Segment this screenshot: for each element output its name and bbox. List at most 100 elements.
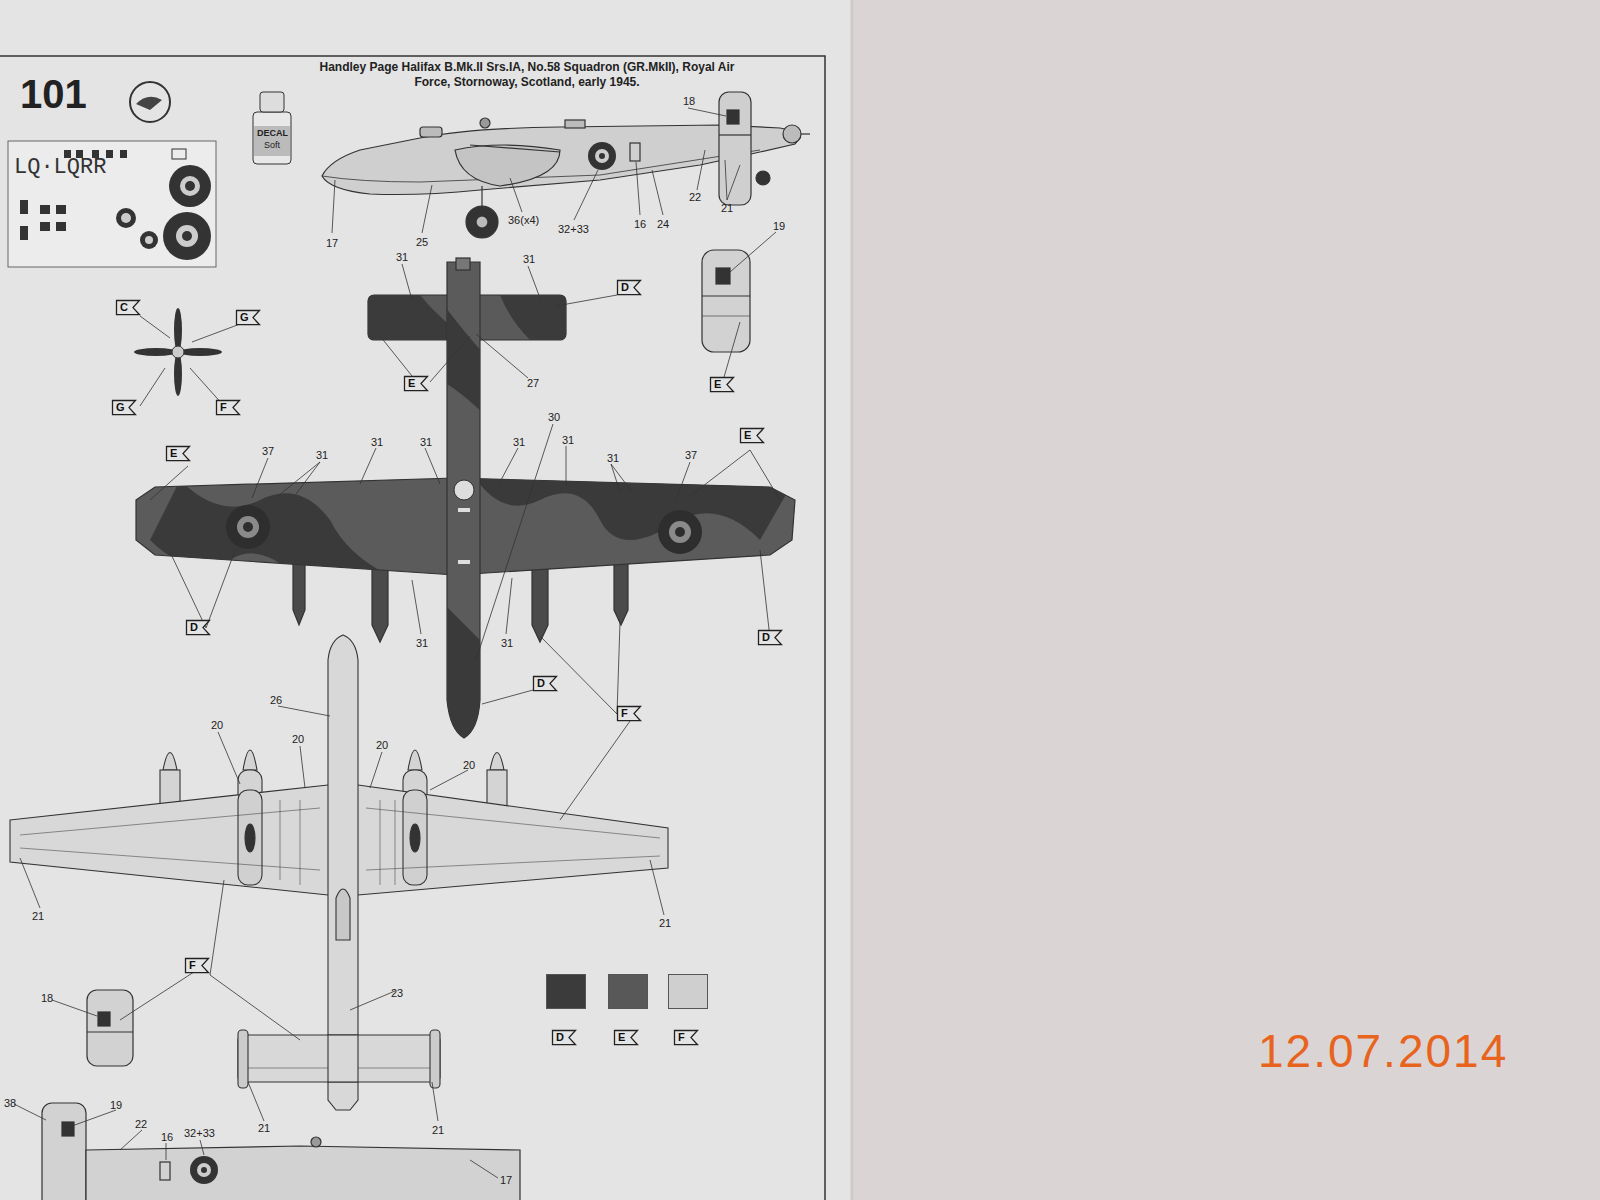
flag-letter: F (678, 1031, 685, 1043)
flag-outline (617, 280, 641, 295)
flag-letter: E (744, 429, 751, 441)
callout-number: 16 (161, 1131, 173, 1143)
callout-number: 25 (416, 236, 428, 248)
callout-number: 22 (135, 1118, 147, 1130)
callout-number: 19 (773, 220, 785, 232)
callout-number: 22 (689, 191, 701, 203)
callout-number: 37 (685, 449, 697, 461)
callout-number: 31 (416, 637, 428, 649)
flag-letter: E (714, 378, 721, 390)
flag-outline (674, 1030, 698, 1045)
flag-outline (116, 300, 140, 315)
paint-callout: G (112, 400, 136, 415)
callout-number: 36(x4) (508, 214, 539, 226)
paint-callout: E (710, 377, 734, 392)
callout-number: 21 (258, 1122, 270, 1134)
flag-letter: F (621, 707, 628, 719)
flag-letter: D (556, 1031, 564, 1043)
callout-number: 20 (292, 733, 304, 745)
callout-number: 24 (657, 218, 669, 230)
flag-letter: C (120, 301, 128, 313)
callout-number: 17 (326, 237, 338, 249)
callout-number: 31 (523, 253, 535, 265)
paint-callout: C (116, 300, 140, 315)
date-stamp: 12.07.2014 (1258, 1026, 1508, 1077)
callout-number: 23 (391, 987, 403, 999)
flag-outline (404, 376, 428, 391)
paint-callout: E (166, 446, 190, 461)
legend-callout: D (552, 1030, 576, 1045)
callout-number: 20 (211, 719, 223, 731)
flag-letter: D (190, 621, 198, 633)
callout-number: Soft (264, 141, 280, 151)
flag-letter: E (170, 447, 177, 459)
flag-outline (216, 400, 240, 415)
flag-letter: G (116, 401, 125, 413)
flag-letter: D (621, 281, 629, 293)
callout-number: LQ·LQRR (14, 156, 106, 180)
flag-letter: D (762, 631, 770, 643)
callout-number: 31 (396, 251, 408, 263)
callout-number: 30 (548, 411, 560, 423)
flag-letter: D (537, 677, 545, 689)
flag-outline (614, 1030, 638, 1045)
paint-callout: F (185, 958, 209, 973)
callout-number: 31 (513, 436, 525, 448)
callout-number: 17 (500, 1174, 512, 1186)
callout-number: 20 (376, 739, 388, 751)
title: Handley Page Halifax B.Mk.II Srs.IA, No.… (312, 60, 742, 90)
color-swatch (546, 974, 586, 1009)
flag-outline (166, 446, 190, 461)
callout-number: 31 (501, 637, 513, 649)
callout-number: 18 (41, 992, 53, 1004)
callout-number: DECAL (257, 129, 288, 139)
callout-number: 20 (463, 759, 475, 771)
paint-callout: F (216, 400, 240, 415)
callout-number: 27 (527, 377, 539, 389)
flag-outline (533, 676, 557, 691)
callout-number: 21 (432, 1124, 444, 1136)
legend-callout: F (674, 1030, 698, 1045)
paint-callout: F (617, 706, 641, 721)
callout-number: 37 (262, 445, 274, 457)
legend-callout: E (614, 1030, 638, 1045)
color-swatch (608, 974, 648, 1009)
callout-number: 32+33 (184, 1127, 215, 1139)
flag-letter: E (618, 1031, 625, 1043)
callout-number: 16 (634, 218, 646, 230)
paint-callout: D (533, 676, 557, 691)
callout-number: 21 (32, 910, 44, 922)
callout-number: 26 (270, 694, 282, 706)
flag-outline (758, 630, 782, 645)
color-swatch (668, 974, 708, 1009)
callout-number: 31 (371, 436, 383, 448)
callout-number: 21 (721, 202, 733, 214)
callout-number: 38 (4, 1097, 16, 1109)
paint-callout: E (404, 376, 428, 391)
flag-outline (617, 706, 641, 721)
flag-letter: F (220, 401, 227, 413)
flag-outline (740, 428, 764, 443)
flag-outline (186, 620, 210, 635)
callout-number: 21 (659, 917, 671, 929)
callout-number: 31 (420, 436, 432, 448)
paint-callout: E (740, 428, 764, 443)
callout-number: 19 (110, 1099, 122, 1111)
flag-letter: F (189, 959, 196, 971)
paint-callout: G (236, 310, 260, 325)
paint-callout: D (758, 630, 782, 645)
callout-number: 32+33 (558, 223, 589, 235)
flag-outline (552, 1030, 576, 1045)
callout-number: 101 (20, 72, 87, 116)
flag-letter: G (240, 311, 249, 323)
paint-callout: D (186, 620, 210, 635)
flag-letter: E (408, 377, 415, 389)
callout-number: 31 (316, 449, 328, 461)
flag-outline (710, 377, 734, 392)
callout-number: 31 (562, 434, 574, 446)
paint-callout: D (617, 280, 641, 295)
callout-number: 31 (607, 452, 619, 464)
callout-number: 18 (683, 95, 695, 107)
flag-outline (185, 958, 209, 973)
